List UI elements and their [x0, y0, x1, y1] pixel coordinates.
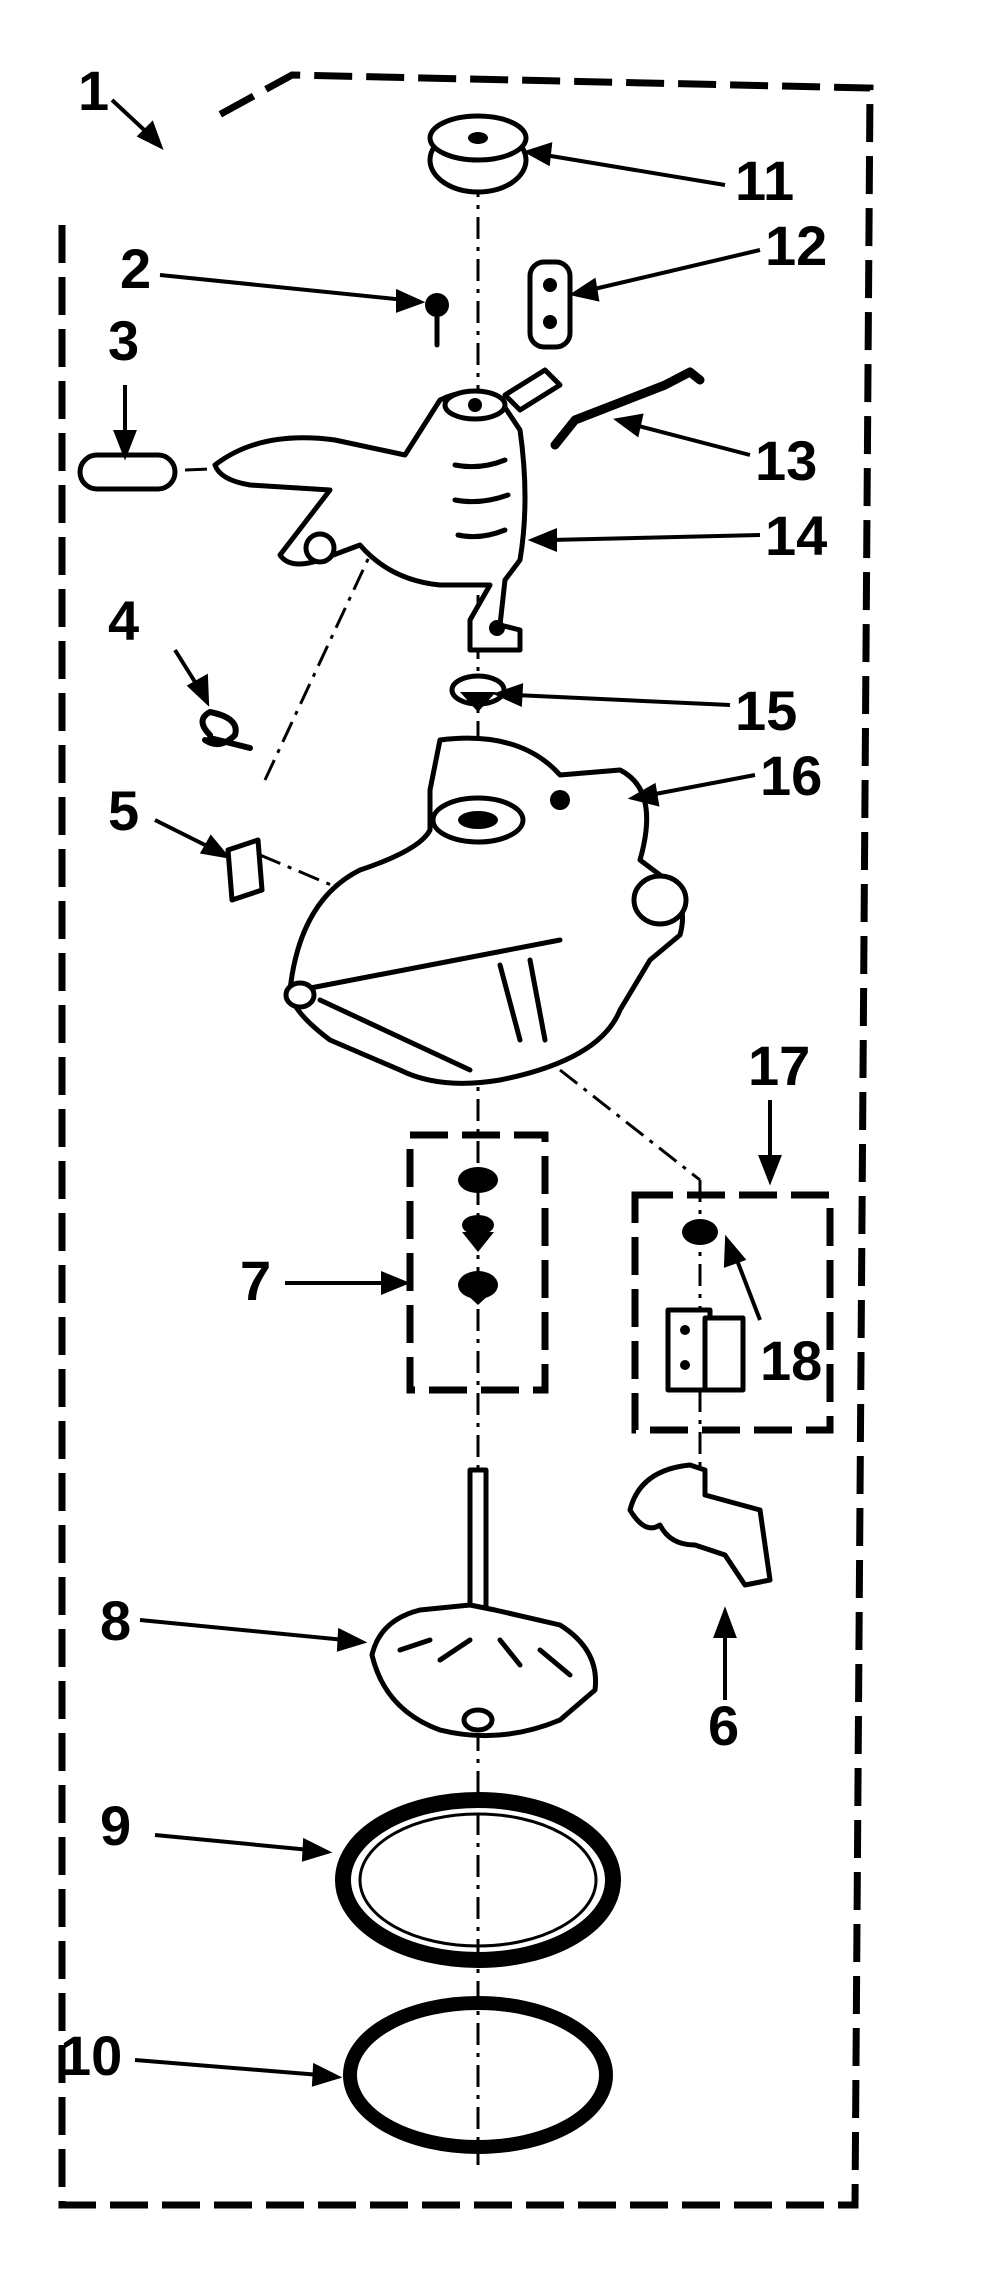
callout-9: 9 — [100, 1794, 131, 1857]
alignment-line-17 — [559, 1068, 701, 1182]
callout-4: 4 — [108, 589, 139, 652]
callout-6: 6 — [708, 1694, 739, 1757]
callout-12: 12 — [765, 214, 827, 277]
part-16-housing — [283, 735, 689, 1086]
part-14-lever — [212, 367, 563, 653]
callout-18: 18 — [760, 1329, 822, 1392]
part-8-cam — [369, 1467, 599, 1739]
sub-assembly-7-box — [406, 1131, 549, 1394]
callout-11: 11 — [735, 149, 794, 212]
part-4-spring-clip — [199, 709, 253, 751]
part-15-grommet — [449, 673, 507, 712]
part-6-hook — [627, 1462, 773, 1588]
part-3-pin — [77, 452, 178, 492]
part-13-spring — [550, 367, 705, 450]
part-11-cap — [427, 113, 529, 195]
part-18-seal — [682, 1219, 718, 1245]
callout-13: 13 — [755, 429, 817, 492]
part-17-bracket — [665, 1307, 746, 1393]
sub-assembly-17-box — [631, 1191, 834, 1434]
callout-8: 8 — [100, 1589, 131, 1652]
part-10-gasket — [343, 1996, 613, 2154]
callout-2: 2 — [120, 237, 151, 300]
callout-3: 3 — [108, 309, 139, 372]
part-5-wedge — [225, 837, 265, 903]
part-9-gasket — [335, 1792, 621, 1968]
callout-10: 10 — [60, 2024, 122, 2087]
callout-7: 7 — [240, 1249, 271, 1312]
callout-16: 16 — [760, 744, 822, 807]
part-7-seals — [458, 1167, 498, 1305]
callout-1: 1 — [78, 59, 109, 122]
part-9-gasket-inner — [358, 1812, 598, 1948]
part-2-screw — [425, 293, 449, 348]
callout-14: 14 — [765, 504, 827, 567]
callout-17: 17 — [748, 1034, 810, 1097]
part-12-clip — [527, 259, 573, 350]
assembly-boundary — [58, 71, 874, 2209]
leader-arrows — [110, 98, 782, 2087]
alignment-line-4 — [263, 479, 407, 781]
callout-5: 5 — [108, 779, 139, 842]
callout-15: 15 — [735, 679, 797, 742]
